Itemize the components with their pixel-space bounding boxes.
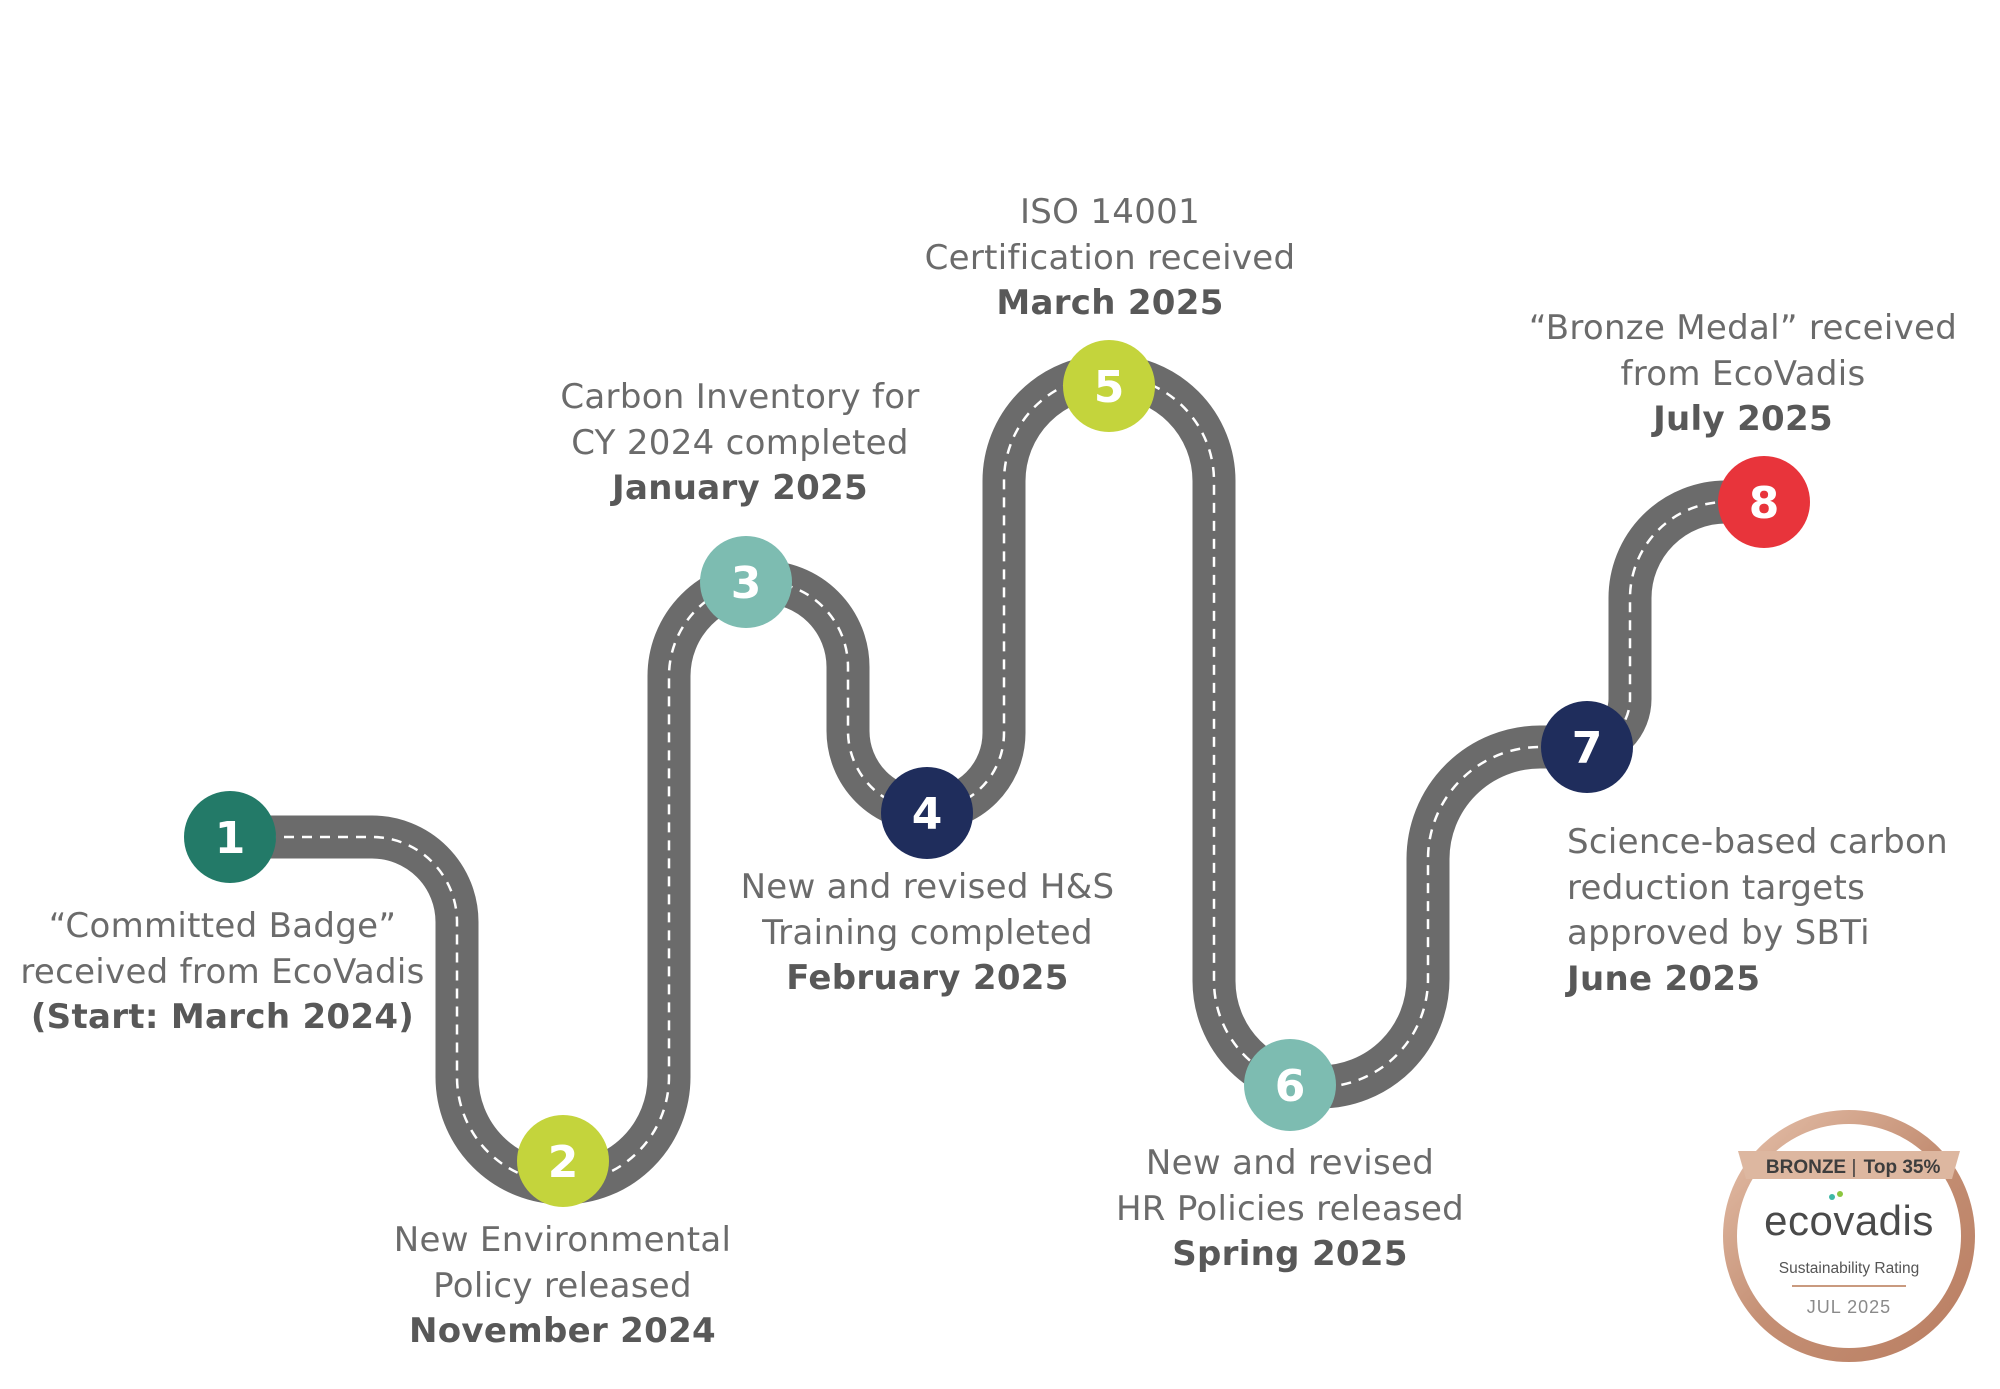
milestone-label-8: “Bronze Medal” received from EcoVadis Ju… [1518, 306, 1968, 443]
milestone-2-text-line: New Environmental [393, 1220, 732, 1260]
milestone-marker-circle [184, 791, 276, 883]
milestone-label-1: “Committed Badge” received from EcoVadis… [20, 904, 425, 1041]
ecovadis-bronze-badge: BRONZE | Top 35% ecovadis Sustainability… [1723, 1110, 1975, 1362]
milestone-marker-circle [1244, 1039, 1336, 1131]
milestone-label-5: ISO 14001 Certification received March 2… [910, 190, 1310, 327]
milestone-marker-number: 5 [1094, 362, 1125, 413]
milestone-1-date: (Start: March 2024) [30, 997, 415, 1037]
milestone-label-3: Carbon Inventory for CY 2024 completed J… [550, 375, 930, 512]
milestone-1-text-line: received from EcoVadis [20, 951, 425, 992]
milestone-2-text-line: Policy released [433, 1265, 692, 1306]
badge-brand-dot-icon [1829, 1194, 1835, 1200]
badge-brand-dot-icon [1837, 1191, 1843, 1197]
badge-inner-disc [1737, 1124, 1961, 1348]
badge-ribbon [1738, 1151, 1960, 1179]
milestone-label-7: Science-based carbon reduction targets a… [1567, 820, 1987, 1002]
milestone-7-text-line: Science-based carbon [1567, 822, 1948, 862]
milestone-marker-circle [1718, 456, 1810, 548]
milestone-marker-number: 7 [1572, 723, 1603, 774]
milestone-6-text-line: HR Policies released [1115, 1188, 1465, 1229]
milestone-8-date: July 2025 [1653, 399, 1833, 439]
milestone-6-text-line: New and revised [1145, 1143, 1435, 1183]
milestone-3-date: January 2025 [612, 468, 868, 508]
milestone-marker-4: 4 [881, 767, 973, 859]
milestone-label-2: New Environmental Policy released Novemb… [385, 1218, 740, 1355]
milestone-marker-1: 1 [184, 791, 276, 883]
milestone-7-text-line: reduction targets [1567, 867, 1866, 908]
milestone-marker-8: 8 [1718, 456, 1810, 548]
milestone-8-text-line: from EcoVadis [1620, 353, 1866, 394]
badge-separator: | [1852, 1157, 1857, 1178]
milestone-4-text-line: New and revised H&S [740, 867, 1115, 907]
milestone-label-6: New and revised HR Policies released Spr… [1100, 1141, 1480, 1278]
milestone-marker-circle [881, 767, 973, 859]
milestone-marker-number: 2 [548, 1137, 579, 1188]
road-path [230, 354, 1760, 1205]
milestone-5-date: March 2025 [996, 283, 1224, 323]
milestone-3-text-line: CY 2024 completed [571, 422, 909, 463]
milestone-marker-7: 7 [1541, 701, 1633, 793]
milestone-marker-number: 8 [1749, 478, 1780, 529]
milestone-markers: 1 2 3 4 5 6 7 8 [184, 340, 1810, 1207]
milestone-7-text-line: approved by SBTi [1567, 913, 1870, 953]
milestone-marker-circle [1063, 340, 1155, 432]
milestone-6-date: Spring 2025 [1172, 1234, 1408, 1274]
badge-brand-start: eco [1764, 1197, 1833, 1244]
milestone-marker-3: 3 [700, 536, 792, 628]
milestone-marker-circle [1541, 701, 1633, 793]
milestone-8-text-line: “Bronze Medal” received [1528, 308, 1958, 348]
milestone-4-date: February 2025 [786, 958, 1069, 998]
milestone-marker-2: 2 [517, 1115, 609, 1207]
badge-brand: ecovadis [1764, 1197, 1934, 1244]
badge-subtitle: Sustainability Rating [1779, 1260, 1919, 1277]
milestone-label-4: New and revised H&S Training completed F… [725, 865, 1130, 1002]
badge-level: BRONZE [1766, 1157, 1846, 1178]
milestone-marker-number: 4 [912, 789, 943, 840]
badge-rank: Top 35% [1864, 1157, 1941, 1178]
milestone-marker-circle [700, 536, 792, 628]
badge-brand-end: vadis [1833, 1197, 1934, 1244]
milestone-marker-number: 3 [731, 558, 762, 609]
milestone-7-date: June 2025 [1567, 958, 1761, 999]
milestone-marker-6: 6 [1244, 1039, 1336, 1131]
milestone-marker-circle [517, 1115, 609, 1207]
badge-date: JUL 2025 [1807, 1297, 1891, 1317]
milestone-1-text-line: “Committed Badge” [48, 906, 397, 946]
milestone-marker-5: 5 [1063, 340, 1155, 432]
milestone-2-date: November 2024 [409, 1311, 716, 1351]
milestone-5-text-line: ISO 14001 [1019, 192, 1201, 232]
milestone-4-text-line: Training completed [762, 912, 1093, 953]
milestone-3-text-line: Carbon Inventory for [560, 377, 920, 417]
milestone-marker-number: 6 [1275, 1061, 1306, 1112]
milestone-marker-number: 1 [215, 813, 246, 864]
milestone-5-text-line: Certification received [924, 237, 1296, 278]
